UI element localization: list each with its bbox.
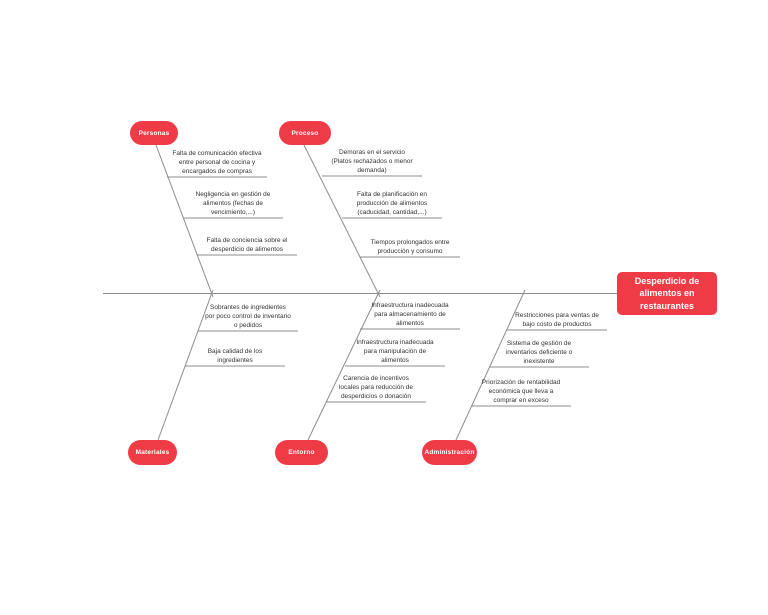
cause-text: Priorización de rentabilidad económica q… — [481, 379, 561, 404]
category-pill-entorno: Entorno — [275, 440, 328, 465]
branch-line-materiales — [157, 289, 214, 441]
branch-line-administracion — [455, 289, 526, 441]
branch-line-personas — [155, 144, 214, 298]
cause-text: Restricciones para ventas de bajo costo … — [515, 312, 599, 328]
category-pill-proceso: Proceso — [279, 121, 331, 145]
cause-text: Baja calidad de los ingredientes — [207, 348, 263, 364]
cause-text: Carencia de incentivos locales para redu… — [338, 375, 414, 400]
cause-text: Sistema de gestión de inventarios defici… — [505, 340, 573, 365]
cause-text: Falta de planificación en producción de … — [356, 191, 428, 216]
cause-text: Falta de conciencia sobre el desperdicio… — [206, 237, 288, 253]
branch-line-entorno — [307, 289, 381, 441]
cause-text: Tiempos prolongados entre producción y c… — [370, 239, 450, 255]
cause-text: Demoras en el servicio (Platos rechazado… — [331, 149, 413, 174]
cause-text: Negligencia en gestión de alimentos (fec… — [195, 191, 271, 216]
category-pill-materiales: Materiales — [128, 440, 177, 465]
cause-text: Infraestructura inadecuada para almacena… — [371, 302, 449, 327]
cause-text: Falta de comunicación efectiva entre per… — [172, 150, 262, 175]
category-pill-administracion: Administración — [422, 440, 477, 465]
effect-box: Desperdicio de alimentos en restaurantes — [617, 272, 717, 315]
branch-line-proceso — [303, 144, 381, 298]
cause-text: Infraestructura inadecuada para manipula… — [356, 339, 434, 364]
category-pill-personas: Personas — [130, 121, 178, 145]
cause-text: Sobrantes de ingredientes por poco contr… — [205, 304, 291, 329]
